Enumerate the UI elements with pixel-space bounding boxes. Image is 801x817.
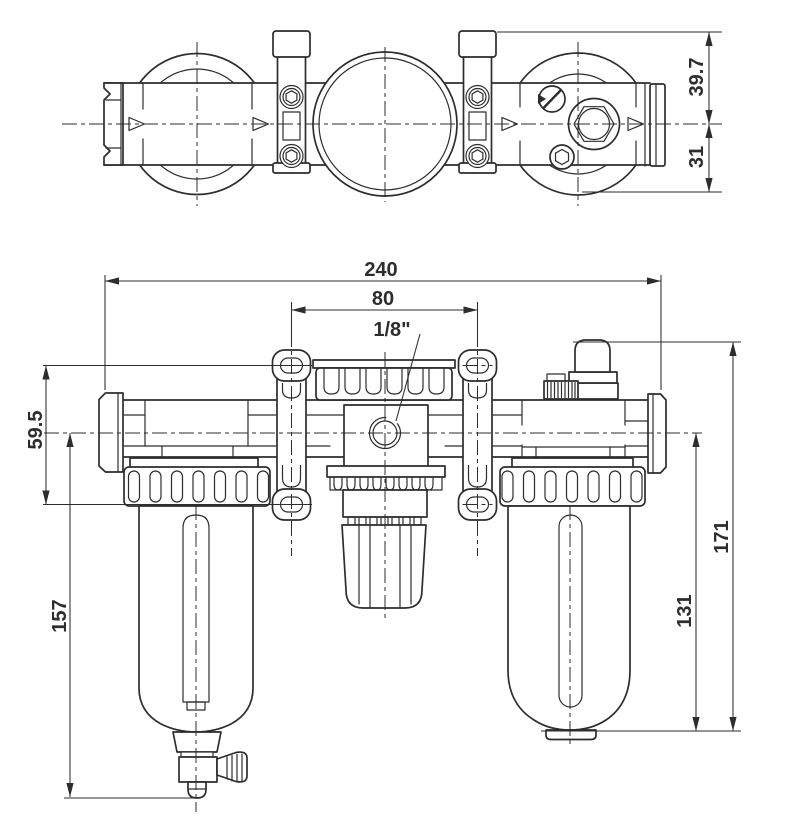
- dimension-overall-height: 171: [573, 341, 741, 731]
- adjust-knob: [341, 524, 427, 609]
- drain-nipple: [187, 781, 207, 799]
- filter-unit: [123, 457, 271, 799]
- port-thread-label: 1/8": [373, 319, 410, 341]
- socket-screw-icon: [549, 144, 575, 170]
- dim-filter-drop-label: 157: [49, 599, 71, 632]
- port-leader-line: [395, 333, 421, 422]
- regulator-unit: [312, 359, 456, 609]
- front-view: 240 80 1/8" 59.5 157 171 13: [25, 259, 741, 812]
- outlet-end-flange: [649, 83, 666, 167]
- lubricator-collar: [499, 466, 646, 507]
- slotted-screw-icon: [538, 85, 566, 113]
- front-view-centerlines: [44, 352, 702, 812]
- dimension-bracket-slot-spacing: 59.5: [25, 364, 312, 506]
- dim-lower-height-label: 31: [686, 146, 708, 168]
- drain-valve: [172, 731, 248, 799]
- regulator-top-ring: [315, 367, 453, 401]
- top-view: 39.7 31: [62, 31, 722, 206]
- mounting-bracket-top-right: [459, 31, 496, 173]
- mounting-bracket-top-left: [273, 31, 310, 173]
- bowl-foot: [545, 729, 597, 741]
- dim-slot-spacing-label: 59.5: [25, 411, 47, 450]
- port-thread-callout: 1/8": [373, 319, 421, 422]
- filter-collar: [123, 466, 271, 507]
- dimension-top-heights: 39.7 31: [497, 31, 722, 193]
- dim-lubricator-drop-label: 131: [674, 594, 696, 627]
- dimension-lubricator-drop: 131: [541, 433, 741, 732]
- dim-overall-width-label: 240: [364, 259, 397, 281]
- drip-adjust-screw: [543, 373, 579, 400]
- dimension-filter-drop: 157: [49, 433, 196, 799]
- regulator-body: [343, 404, 429, 468]
- dim-overall-height-label: 171: [711, 520, 733, 553]
- inlet-end-cap: [103, 82, 124, 166]
- dim-upper-height-label: 39.7: [686, 58, 708, 97]
- port-thread-circle: [368, 416, 402, 450]
- dimension-overall-width: 240: [104, 259, 662, 390]
- dim-port-spacing-label: 80: [372, 288, 394, 310]
- dimension-port-spacing: 80: [290, 288, 479, 347]
- lubricator-unit: [499, 339, 646, 741]
- top-view-centerlines: [62, 42, 722, 206]
